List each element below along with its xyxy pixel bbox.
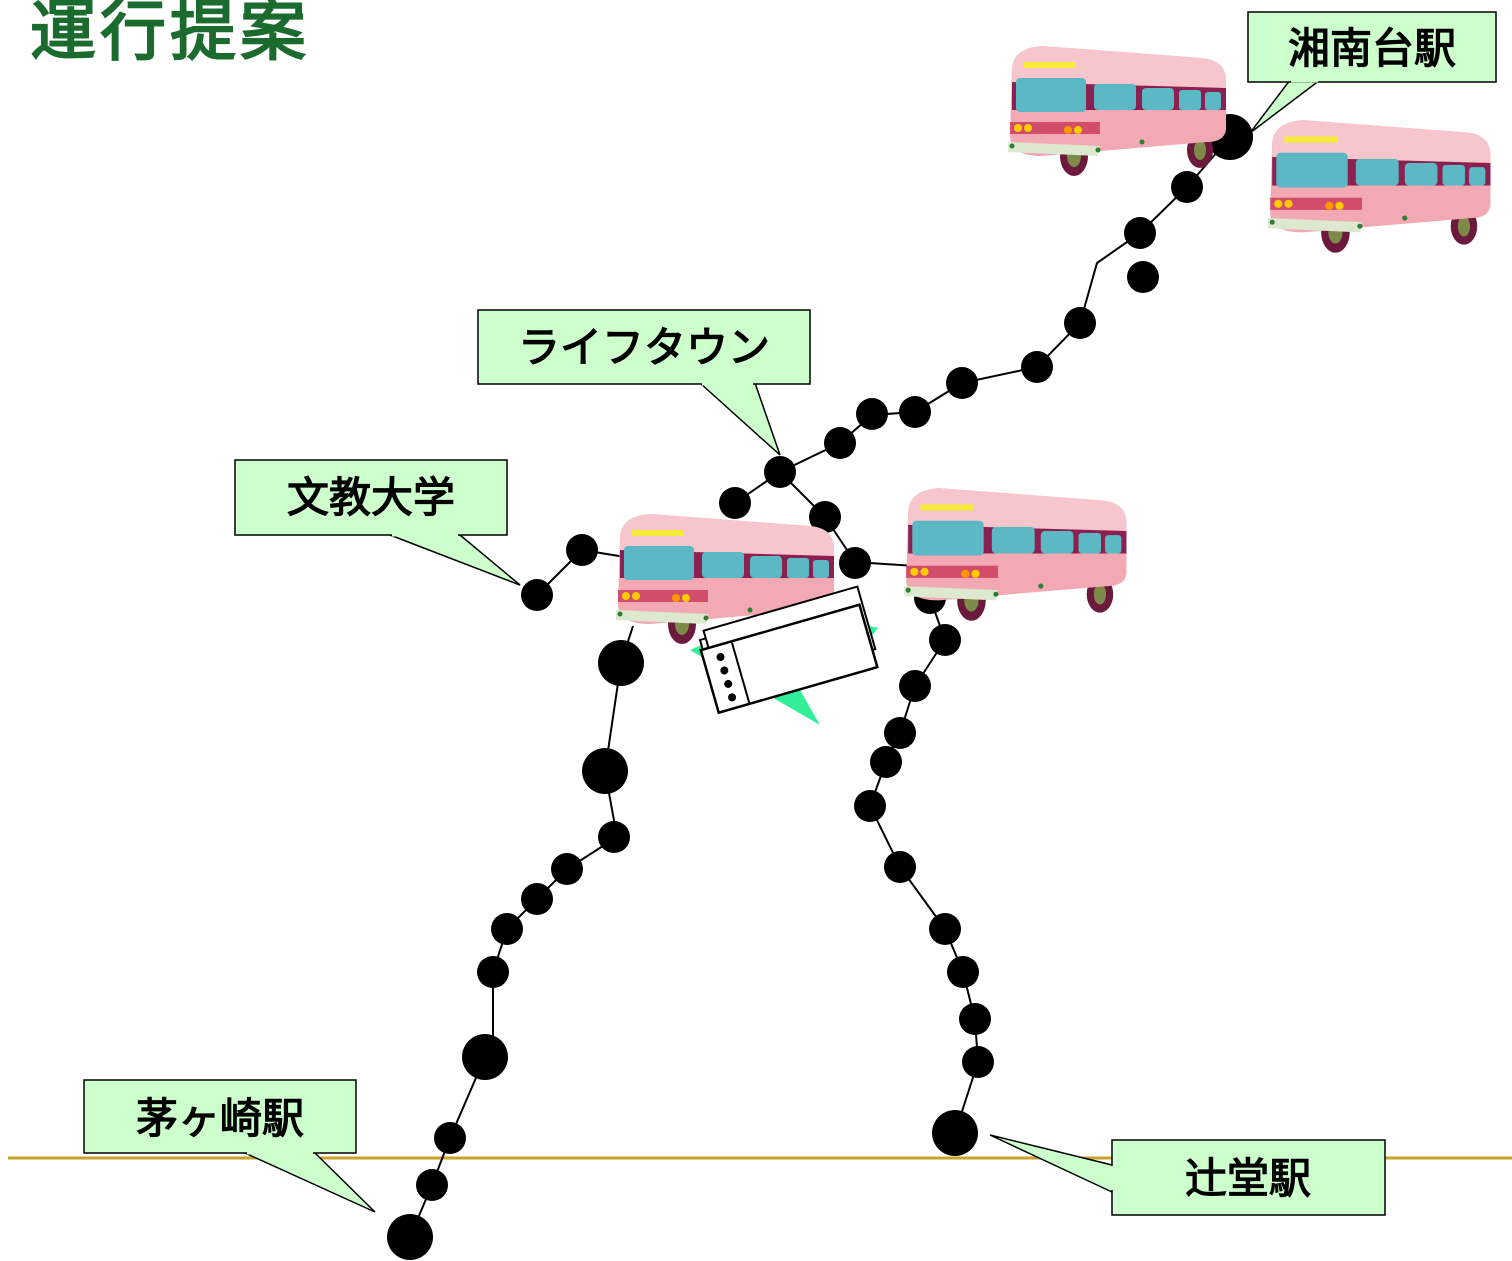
bus-icon [1008,46,1226,176]
callout-lifetown: ライフタウン [477,309,811,456]
callout-bunkyo: 文教大学 [234,459,521,586]
station-label-chigasaki: 茅ヶ崎駅 [136,1094,304,1143]
callout-tsujido: 辻堂駅 [989,1134,1386,1216]
station-label-tsujido: 辻堂駅 [1185,1154,1311,1203]
bus-icon [1268,120,1491,253]
station-label-bunkyo: 文教大学 [287,473,455,522]
ticket-icon [690,585,879,725]
page-title: 運行提案 [30,0,310,70]
station-label-lifetown: ライフタウン [518,323,770,372]
callout-chigasaki: 茅ヶ崎駅 [83,1079,376,1213]
callout-shonandai: 湘南台駅 [1247,11,1497,134]
station-label-shonandai: 湘南台駅 [1288,24,1456,73]
